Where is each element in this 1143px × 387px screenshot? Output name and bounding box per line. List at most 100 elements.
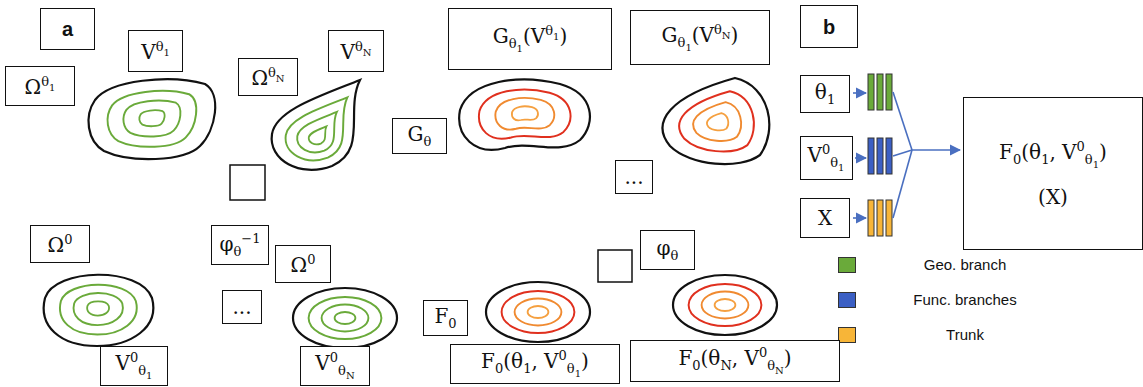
subscript: 0 <box>448 316 456 331</box>
math-symbol: Ω <box>48 233 65 257</box>
label-text: θ1 <box>815 80 835 108</box>
math-symbol: V <box>340 40 354 64</box>
subscript: 1 <box>1041 152 1049 167</box>
superscript: 0 <box>64 232 72 247</box>
subscript: 0 <box>1013 152 1021 167</box>
math-box: F0(θ1, V0θ1) <box>450 344 620 384</box>
empty-box <box>230 165 265 200</box>
subscript: θ <box>671 248 679 263</box>
math-box: F0(θN, V0θN) <box>630 340 840 382</box>
math-symbol: F <box>678 346 692 370</box>
label-text: Ω0 <box>48 232 73 257</box>
label-text: F0(θN, V0θN) <box>678 345 791 377</box>
geo-branch-layer <box>868 74 874 110</box>
math-symbol: F <box>434 304 448 328</box>
superscript: 0 <box>130 350 138 365</box>
math-symbol: φ <box>219 232 233 256</box>
subscript: θ <box>1085 152 1093 167</box>
subscript: N <box>775 365 784 376</box>
domain-outline <box>486 282 590 342</box>
label-text: ... <box>624 165 643 189</box>
math-box: Ω0 <box>275 245 331 283</box>
label-text: VθN <box>340 39 371 64</box>
subscript: θ <box>424 134 432 149</box>
empty-boxes <box>230 165 632 282</box>
label-text: ... <box>232 295 251 319</box>
math-box: V0θ1 <box>800 136 853 180</box>
merge-line <box>893 150 912 218</box>
domain-outline <box>663 78 770 164</box>
subscript: θ <box>767 358 775 373</box>
math-box: Vθ1 <box>128 30 183 72</box>
math-symbol: F <box>999 140 1013 164</box>
trunk-layer <box>868 200 874 236</box>
label-text: φθ <box>657 236 679 264</box>
label-text: ΩθN <box>251 65 284 90</box>
math-symbol: G <box>493 24 509 48</box>
legend-label: Func. branches <box>870 290 1060 310</box>
math-symbol: V <box>808 143 822 167</box>
math-symbol: V <box>116 351 130 375</box>
math-symbol: (θ <box>701 346 721 370</box>
math-symbol: ... <box>624 165 643 189</box>
math-box: ... <box>222 290 262 324</box>
math-symbol: Ω <box>25 75 42 99</box>
panel-letter: b <box>800 5 858 48</box>
math-box: Ωθ1 <box>5 66 75 106</box>
subscript: θ <box>234 244 242 259</box>
input-arrow <box>853 217 866 219</box>
subscript: θ <box>338 363 346 378</box>
contour-line <box>108 91 197 147</box>
label-text: F0 <box>434 304 456 332</box>
math-symbol: Ω <box>251 66 268 90</box>
superscript: θ <box>355 39 363 54</box>
math-symbol: ) <box>1099 140 1107 164</box>
trunk-layer <box>886 200 892 236</box>
contour-line <box>679 91 754 151</box>
label-text: X <box>818 206 832 230</box>
superscript: 0 <box>307 252 315 267</box>
math-box: Ω0 <box>30 225 90 263</box>
subscript: 1 <box>517 43 523 54</box>
input-arrow <box>855 157 866 159</box>
func-branch-layer <box>886 138 892 174</box>
math-symbol: , V <box>732 346 759 370</box>
subscript: θ <box>830 155 838 170</box>
contour-line <box>707 113 728 130</box>
math-box: ... <box>615 160 653 194</box>
geo-branch-layer <box>877 74 883 110</box>
contour-line <box>74 293 123 325</box>
math-box: VθN <box>328 30 384 72</box>
legend-label: Trunk <box>870 325 1060 345</box>
superscript: 1 <box>163 47 169 58</box>
math-symbol: a <box>62 18 73 40</box>
math-symbol: G <box>408 122 424 146</box>
subscript: 1 <box>838 162 844 173</box>
domain-outline <box>44 275 154 346</box>
label-text: Gθ1(VθN) <box>662 22 739 54</box>
contour-line <box>495 98 554 130</box>
subscript: 1 <box>685 42 691 53</box>
domain-outline <box>293 288 397 348</box>
math-symbol: ) <box>581 349 589 373</box>
math-box: φθ <box>640 230 695 270</box>
subscript: 0 <box>692 358 700 373</box>
func-branch-layer <box>877 138 883 174</box>
contour-line <box>322 305 369 332</box>
math-box: Gθ1(Vθ1) <box>448 8 612 70</box>
contour-line <box>309 297 382 339</box>
superscript: −1 <box>241 231 260 246</box>
subscript: θ <box>509 36 517 51</box>
superscript: N <box>276 73 285 84</box>
legend-swatch <box>838 257 856 273</box>
math-symbol: (θ <box>1021 140 1041 164</box>
label-text: V0θ1 <box>116 350 153 382</box>
domain-outline <box>89 79 216 159</box>
label-text: F0(θ1, V0θ1) <box>481 348 589 380</box>
math-symbol: V <box>141 40 155 64</box>
contour-line <box>335 312 356 324</box>
math-symbol: b <box>823 16 835 38</box>
subscript: 1 <box>827 92 835 107</box>
contour-line <box>715 299 736 311</box>
contour-line <box>87 301 109 315</box>
